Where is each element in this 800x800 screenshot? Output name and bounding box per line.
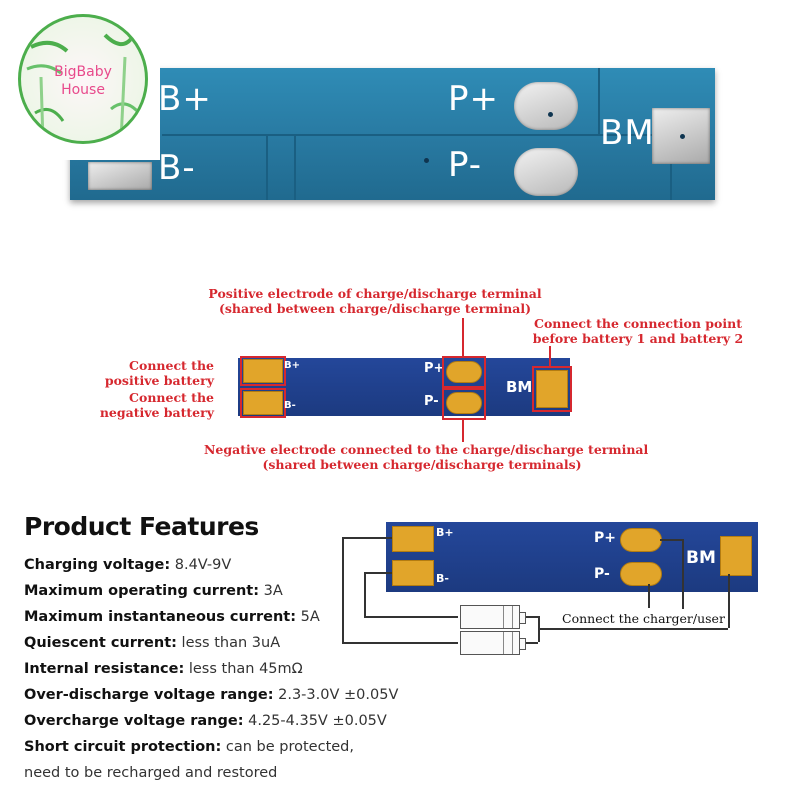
bamboo-leaves-icon	[26, 33, 141, 141]
photo-pad-p-plus	[514, 82, 578, 130]
battery-cell-1	[460, 605, 526, 629]
photo-solder-dot	[424, 158, 429, 163]
feature-short-circuit-note: need to be recharged and restored	[24, 765, 278, 781]
highlight-p-minus	[442, 388, 486, 420]
wire-b-minus	[364, 572, 392, 574]
features-list: Charging voltage: 8.4V-9V Maximum operat…	[24, 552, 424, 786]
wiring-label-bm: BM	[686, 548, 716, 568]
pad-b-minus	[243, 391, 283, 415]
feature-short-circuit-protection: Short circuit protection: can be protect…	[24, 739, 354, 755]
pad-p-minus	[446, 392, 482, 414]
note-p-plus: Positive electrode of charge/discharge t…	[208, 286, 542, 316]
note-p-plus-line2: (shared between charge/discharge termina…	[218, 301, 532, 316]
photo-label-bm: BM	[600, 113, 655, 153]
note-negative-line1: Connect the	[129, 390, 214, 405]
note-p-minus-line1: Negative electrode connected to the char…	[204, 442, 649, 457]
note-bm-line2: before battery 1 and battery 2	[532, 331, 744, 346]
wire-b-minus	[364, 616, 458, 618]
feature-quiescent-current: Quiescent current: less than 3uA	[24, 635, 281, 651]
pad-bm	[536, 370, 568, 408]
highlight-b-plus	[240, 356, 286, 386]
feature-max-instantaneous-current: Maximum instantaneous current: 5A	[24, 609, 320, 625]
pcb-wiring-diagram	[386, 522, 758, 592]
feature-internal-resistance: Internal resistance: less than 45mΩ	[24, 661, 303, 677]
diag-label-b-plus: B+	[284, 360, 301, 371]
photo-label-b-minus: B-	[158, 148, 196, 188]
wire-cell-link	[522, 642, 538, 644]
highlight-b-minus	[240, 388, 286, 418]
note-positive-line1: Connect the	[129, 358, 214, 373]
photo-label-p-minus: P-	[448, 145, 483, 185]
wire-b-minus	[364, 572, 366, 616]
wiring-pad-b-minus	[392, 560, 434, 586]
diag-label-p-minus: P-	[424, 394, 439, 409]
pcb-diagram	[238, 358, 570, 416]
wire-bm	[728, 574, 730, 628]
wire-p-plus	[682, 539, 684, 609]
note-negative-battery: Connect the negative battery	[98, 390, 214, 420]
wire-cell-link	[522, 616, 538, 618]
pcb-groove	[294, 134, 296, 200]
photo-pad-b-minus	[88, 162, 152, 190]
wiring-label-p-plus: P+	[594, 530, 616, 546]
wiring-pad-bm	[720, 536, 752, 576]
logo-text-line1: BigBaby	[54, 64, 112, 80]
photo-solder-dot	[548, 112, 553, 117]
photo-solder-dot	[680, 134, 685, 139]
highlight-bm	[532, 366, 572, 412]
note-positive-line2: positive battery	[104, 373, 214, 388]
diag-label-b-minus: B-	[284, 400, 296, 411]
photo-pad-p-minus	[514, 148, 578, 196]
note-p-minus: Negative electrode connected to the char…	[204, 442, 649, 472]
wiring-label-b-plus: B+	[436, 526, 454, 539]
leader-p-plus	[462, 318, 464, 356]
wire-b-plus	[342, 537, 344, 642]
wire-bm	[538, 628, 728, 630]
wiring-label-p-minus: P-	[594, 566, 610, 582]
feature-overcharge-voltage: Overcharge voltage range: 4.25-4.35V ±0.…	[24, 713, 387, 729]
diag-label-p-plus: P+	[424, 361, 445, 376]
wiring-label-b-minus: B-	[436, 572, 449, 585]
feature-max-operating-current: Maximum operating current: 3A	[24, 583, 283, 599]
logo-text-line2: House	[61, 82, 105, 98]
logo-badge: BigBaby House	[18, 14, 148, 144]
wire-b-plus	[342, 642, 458, 644]
photo-label-b-plus: B+	[158, 79, 212, 119]
note-p-minus-line2: (shared between charge/discharge termina…	[262, 457, 582, 472]
pcb-groove	[670, 134, 672, 200]
charger-note: Connect the charger/user	[562, 611, 725, 626]
pcb-groove	[598, 68, 600, 134]
note-positive-battery: Connect the positive battery	[100, 358, 214, 388]
photo-label-p-plus: P+	[448, 79, 499, 119]
wiring-pad-b-plus	[392, 526, 434, 552]
note-bm: Connect the connection point before batt…	[530, 316, 746, 346]
highlight-p-plus	[442, 356, 486, 388]
feature-charging-voltage: Charging voltage: 8.4V-9V	[24, 557, 232, 573]
note-p-plus-line1: Positive electrode of charge/discharge t…	[208, 286, 542, 301]
leader-bm	[549, 346, 551, 366]
pad-b-plus	[243, 359, 283, 383]
wire-b-plus	[342, 537, 392, 539]
features-title: Product Features	[24, 512, 259, 541]
brand-logo: BigBaby House	[0, 0, 160, 160]
battery-cell-2	[460, 631, 526, 655]
feature-over-discharge-voltage: Over-discharge voltage range: 2.3-3.0V ±…	[24, 687, 399, 703]
note-negative-line2: negative battery	[99, 405, 214, 420]
wire-p-minus	[648, 584, 650, 608]
note-bm-line1: Connect the connection point	[534, 316, 742, 331]
pcb-photo: B+ B- P+ P- BM	[70, 68, 715, 200]
diag-label-bm: BM	[506, 378, 533, 396]
pcb-groove	[162, 134, 682, 136]
leader-p-minus	[462, 418, 464, 442]
wiring-pad-p-minus	[620, 562, 662, 586]
pcb-groove	[266, 134, 268, 200]
pad-p-plus	[446, 361, 482, 383]
wiring-pad-p-plus	[620, 528, 662, 552]
wire-p-plus	[660, 539, 682, 541]
